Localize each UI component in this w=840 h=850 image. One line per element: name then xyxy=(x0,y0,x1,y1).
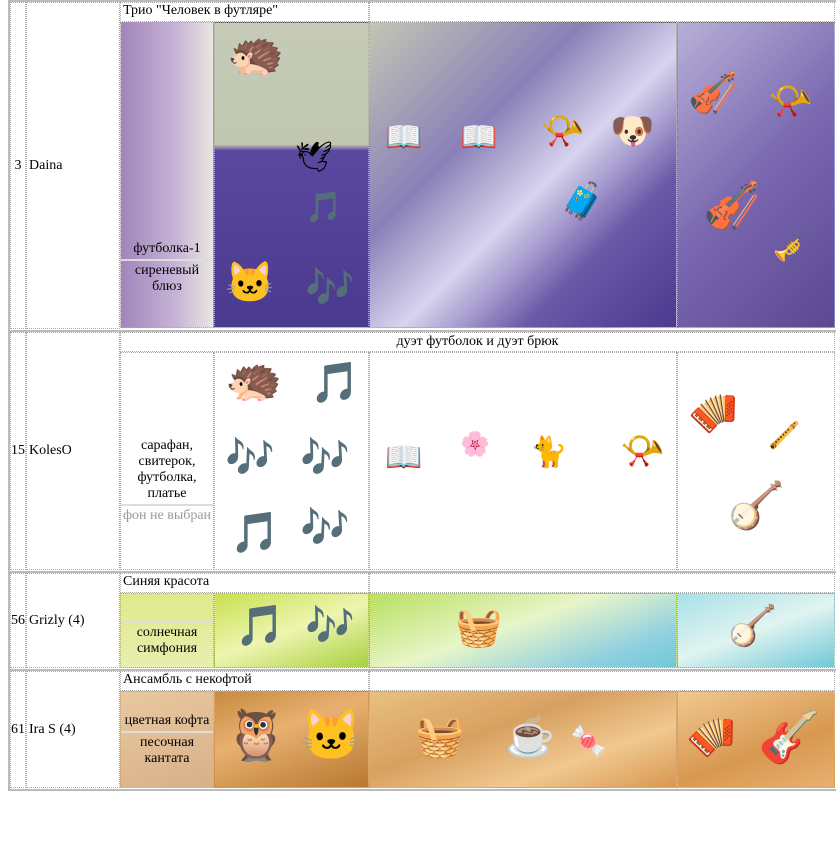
scene-image[interactable]: 📖 📖 📯 🐶 🧳 xyxy=(369,22,677,328)
row-number: 3 xyxy=(10,2,26,329)
background-swatch[interactable]: цветная кофта песочная кантата xyxy=(120,691,214,788)
music-note-icon: 🎵 xyxy=(310,360,360,405)
accordion-icon: 🪗 xyxy=(688,390,738,435)
guitar-icon: 🎸 xyxy=(758,709,821,765)
book-icon: 📖 xyxy=(385,121,423,154)
banjo-icon: 🪕 xyxy=(728,480,786,531)
cat-icon: 🐱 xyxy=(300,707,363,763)
row-number: 15 xyxy=(10,332,26,570)
entry-title: Ансамбль с некофтой xyxy=(120,671,369,691)
instruments-image[interactable]: 🪗 🎸 xyxy=(677,691,835,788)
mug-icon: ☕ xyxy=(505,714,555,759)
user-name: Ira S (4) xyxy=(26,671,120,788)
hedgehog-icon: 🦔 xyxy=(225,354,283,405)
owl-icon: 🦉 xyxy=(225,707,288,763)
suitcase-icon: 🧳 xyxy=(560,181,605,221)
book-icon: 📖 xyxy=(385,441,423,474)
accessories-image[interactable]: 🦔 🎵 🎶 🎶 🎵 🎶 xyxy=(214,352,369,570)
accessories-image[interactable]: 🎵 🎶 xyxy=(214,593,369,668)
accordion-icon: 🪗 xyxy=(686,714,736,759)
kitten-icon: 🐈 xyxy=(530,436,568,469)
accessories-image[interactable]: 🦉 🐱 xyxy=(214,691,369,788)
music-note-icon: 🎵 xyxy=(230,510,280,555)
background-swatch[interactable]: футболка-1 сиреневый блюз xyxy=(120,22,214,328)
flute-icon: 🪈 xyxy=(768,421,801,450)
background-label: песочная кантата xyxy=(139,734,195,766)
toy-dog-icon: 🐶 xyxy=(610,111,655,151)
cello-icon: 🎻 xyxy=(703,180,761,231)
music-note-icon: 🎵 xyxy=(235,603,285,648)
background-label: солнечная симфония xyxy=(136,624,198,656)
horn-icon: 📯 xyxy=(768,81,813,121)
music-note-icon: 🎵 xyxy=(305,191,343,224)
lute-icon: 🪕 xyxy=(728,603,778,648)
empty-cell xyxy=(369,2,835,22)
candy-icon: 🍬 xyxy=(570,725,608,758)
music-notes-icon: 🎶 xyxy=(225,435,275,480)
empty-cell xyxy=(369,671,835,691)
user-name: Grizly (4) xyxy=(26,573,120,668)
row-number: 61 xyxy=(10,671,26,788)
top-label: футболка-1 xyxy=(133,241,201,256)
accessories-image[interactable]: 🦔 🕊 🎵 🐱 🎶 xyxy=(214,22,369,328)
music-notes-icon: 🎶 xyxy=(305,603,355,648)
user-name: KolesO xyxy=(26,332,120,570)
violin-icon: 🎻 xyxy=(688,70,738,115)
instruments-image[interactable]: 🪕 xyxy=(677,593,835,668)
music-notes-icon: 🎶 xyxy=(300,505,350,550)
instruments-image[interactable]: 🎻 📯 🎻 🎺 xyxy=(677,22,835,328)
cat-icon: 🐱 xyxy=(225,260,275,305)
music-notes-icon: 🎶 xyxy=(305,265,355,310)
top-label: цветная кофта xyxy=(124,712,210,728)
scene-image[interactable]: 📖 🌸 🐈 📯 xyxy=(369,352,677,570)
trumpet-icon: 🎺 xyxy=(773,237,803,263)
scene-image[interactable]: 🧺 xyxy=(369,593,677,668)
flower-basket-icon: 🧺 xyxy=(415,714,465,759)
scene-image[interactable]: 🧺 ☕ 🍬 xyxy=(369,691,677,788)
gramophone-icon: 📯 xyxy=(540,111,585,151)
book-icon: 📖 xyxy=(460,121,498,154)
entry-title: Синяя красота xyxy=(120,573,369,593)
hedgehog-icon: 🦔 xyxy=(227,28,285,79)
background-swatch[interactable]: сарафан, свитерок, футболка, платье фон … xyxy=(120,352,214,570)
gramophone-icon: 📯 xyxy=(620,431,665,471)
background-swatch[interactable]: солнечная симфония xyxy=(120,593,214,668)
instruments-image[interactable]: 🪗 🪈 🪕 xyxy=(677,352,835,570)
entry-title: Трио "Человек в футляре" xyxy=(120,2,369,22)
user-name: Daina xyxy=(26,2,120,329)
background-label: фон не выбран xyxy=(122,508,212,523)
doves-icon: 🕊 xyxy=(295,141,334,174)
flower-basket-icon: 🧺 xyxy=(455,607,503,649)
entry-title: дуэт футболок и дуэт брюк xyxy=(120,332,835,352)
flowers-icon: 🌸 xyxy=(460,432,490,458)
empty-cell xyxy=(369,573,835,593)
music-notes-icon: 🎶 xyxy=(300,435,350,480)
top-label: сарафан, свитерок, футболка, платье xyxy=(137,438,197,501)
row-number: 56 xyxy=(10,573,26,668)
background-label: сиреневый блюз xyxy=(134,263,200,294)
